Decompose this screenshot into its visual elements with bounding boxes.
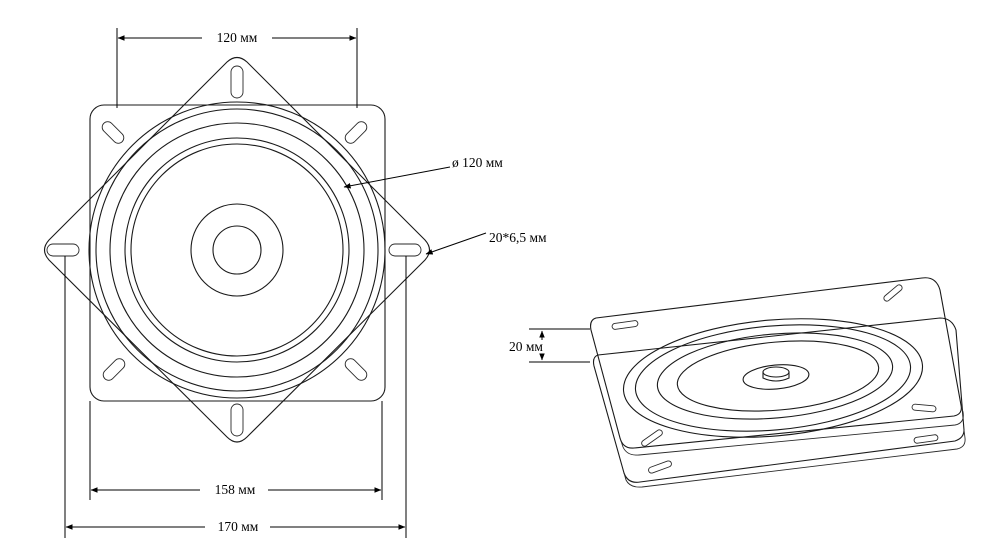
iso-slot-1 bbox=[611, 320, 639, 330]
label-diameter: ø 120 мм bbox=[452, 155, 503, 170]
dimension-height: 20 мм bbox=[509, 328, 590, 363]
iso-bottom-plate bbox=[592, 317, 965, 483]
slot-top bbox=[230, 65, 244, 99]
iso-slot-4 bbox=[641, 429, 663, 447]
slot-bottom bbox=[230, 403, 244, 437]
dimension-slot: 20*6,5 мм bbox=[425, 230, 547, 255]
dimension-top-width: 120 мм bbox=[116, 28, 358, 108]
iso-slot-2 bbox=[883, 284, 903, 302]
iso-top-plate bbox=[590, 277, 962, 449]
label-slot: 20*6,5 мм bbox=[489, 230, 547, 245]
label-outer-width: 170 мм bbox=[218, 519, 259, 534]
label-height: 20 мм bbox=[509, 339, 543, 354]
isometric-view bbox=[590, 277, 966, 488]
slot-left bbox=[46, 243, 80, 257]
slot-corner-tr bbox=[344, 121, 368, 144]
iso-hub-top bbox=[762, 366, 790, 378]
ring-3 bbox=[109, 122, 365, 378]
iso-slot-3 bbox=[911, 403, 937, 413]
iso-ring-4 bbox=[676, 340, 880, 412]
top-view bbox=[43, 56, 431, 443]
label-inner-width: 158 мм bbox=[215, 482, 256, 497]
iso-ring-2 bbox=[634, 324, 912, 432]
slot-corner-br bbox=[344, 358, 368, 381]
slot-corner-bl bbox=[102, 358, 126, 381]
dimension-outer-width: 170 мм bbox=[64, 256, 407, 538]
ring-2 bbox=[95, 108, 379, 392]
ring-5 bbox=[130, 143, 344, 357]
iso-ring-outer bbox=[622, 318, 924, 438]
iso-slot-6 bbox=[648, 460, 672, 474]
slot-right bbox=[388, 243, 422, 257]
outer-ring bbox=[88, 101, 386, 399]
dimension-inner-width: 158 мм bbox=[89, 401, 383, 500]
slot-corner-tl bbox=[101, 121, 125, 144]
diamond-plate bbox=[43, 56, 431, 443]
iso-ring-3 bbox=[656, 332, 894, 420]
ring-4 bbox=[124, 137, 350, 363]
label-top-width: 120 мм bbox=[217, 30, 258, 45]
iso-slot-5 bbox=[913, 434, 939, 444]
iso-hub-outer bbox=[742, 364, 810, 390]
dimension-diameter: ø 120 мм bbox=[343, 155, 503, 189]
hub-outer bbox=[190, 203, 284, 297]
hub-inner bbox=[212, 225, 262, 275]
